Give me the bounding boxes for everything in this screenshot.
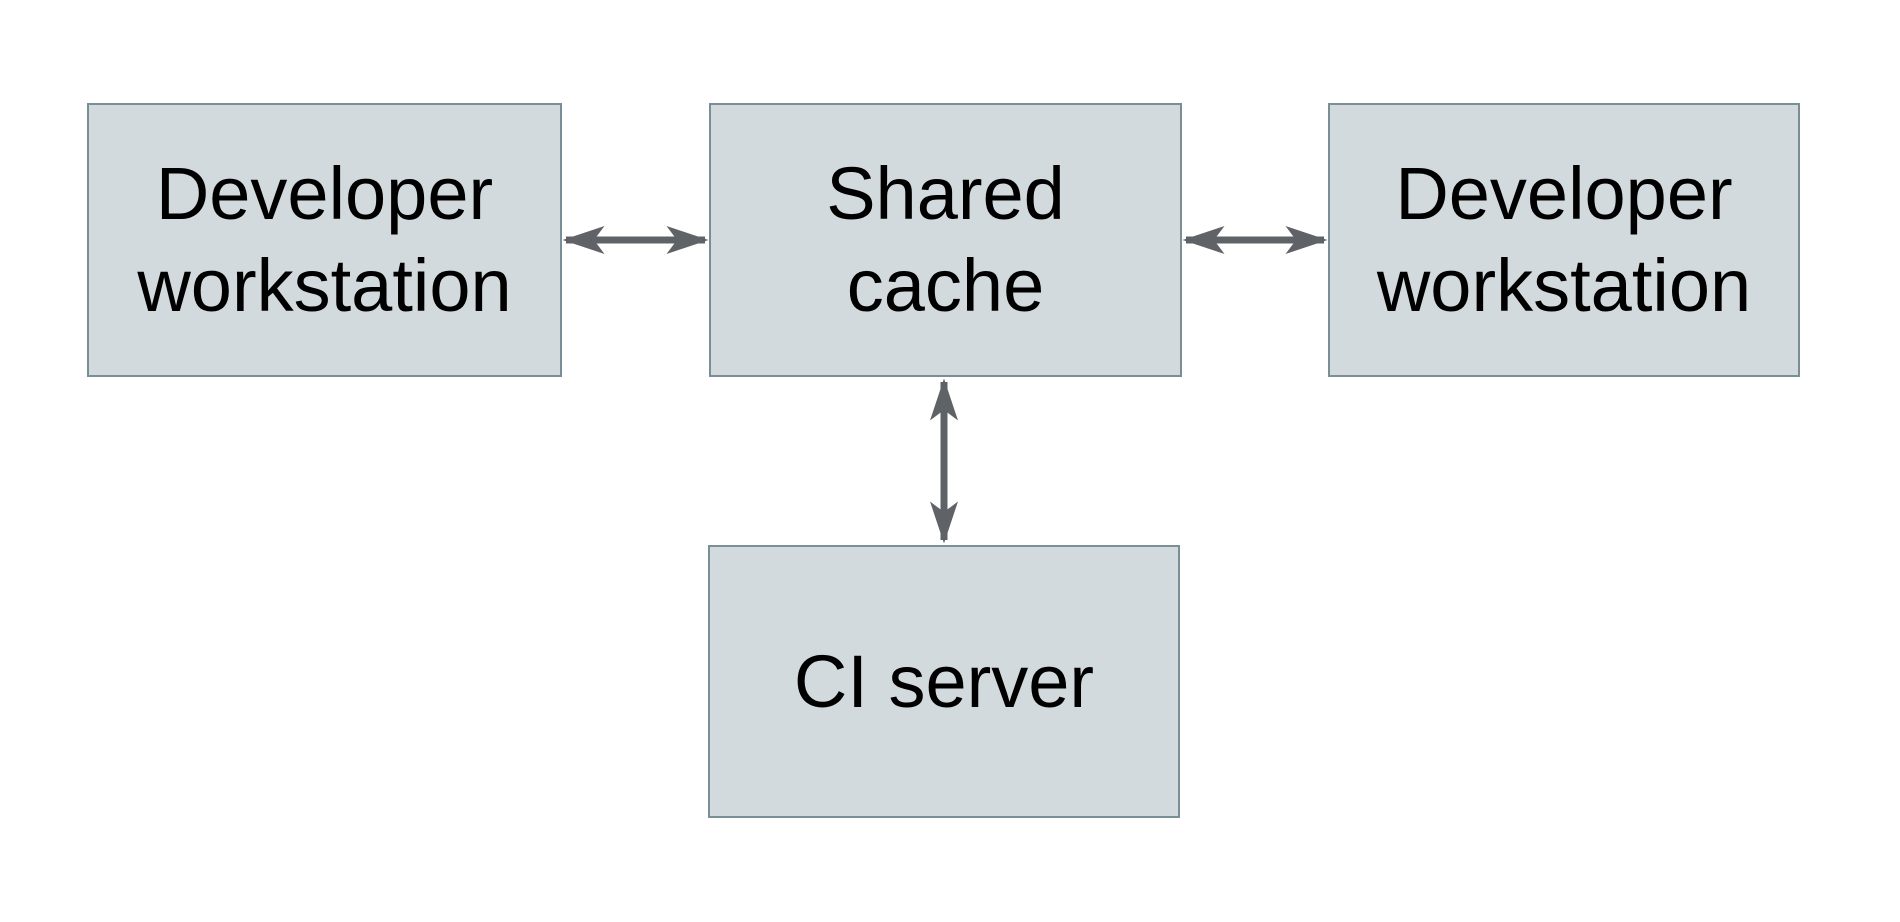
node-label: Developer workstation	[1376, 152, 1752, 327]
node-developer-workstation-right: Developer workstation	[1328, 103, 1800, 377]
node-shared-cache: Shared cache	[709, 103, 1182, 377]
node-label: Shared cache	[826, 152, 1065, 327]
node-ci-server: CI server	[708, 545, 1180, 818]
node-developer-workstation-left: Developer workstation	[87, 103, 562, 377]
node-label: Developer workstation	[137, 152, 512, 327]
node-label: CI server	[793, 639, 1095, 723]
